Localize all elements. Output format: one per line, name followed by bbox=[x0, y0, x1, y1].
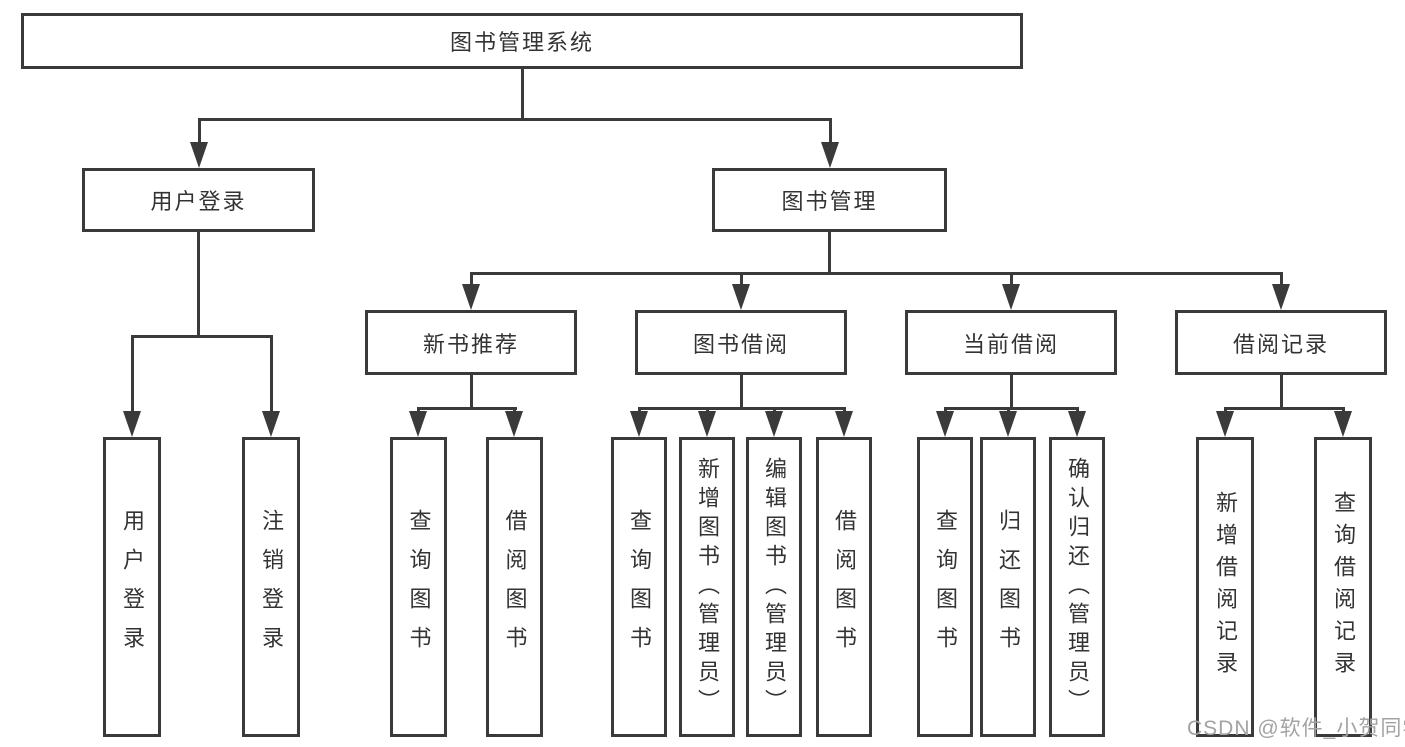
node-borrow-record-label: 借阅记录 bbox=[1232, 331, 1329, 357]
node-current-borrow: 当前借阅 bbox=[905, 310, 1117, 375]
arrow-down-icon bbox=[1334, 411, 1352, 437]
node-new-book-recommend-label: 新书推荐 bbox=[422, 331, 519, 357]
leaf-query-borrow-record-label: 查询借阅记录 bbox=[1331, 491, 1356, 683]
leaf-return-book-label: 归还图书 bbox=[996, 509, 1021, 665]
arrow-down-icon bbox=[505, 411, 523, 437]
connector-user-branch-2 bbox=[270, 335, 273, 413]
connector-mgmt-stem bbox=[828, 232, 831, 275]
leaf-borrow-book-1: 借阅图书 bbox=[486, 437, 543, 737]
arrow-down-icon bbox=[409, 411, 427, 437]
leaf-confirm-return-admin-label: 确认归还（管理员） bbox=[1065, 456, 1090, 718]
node-borrow-record: 借阅记录 bbox=[1175, 310, 1387, 375]
leaf-edit-book-admin: 编辑图书（管理员） bbox=[746, 437, 802, 737]
arrow-down-icon bbox=[1068, 411, 1086, 437]
arrow-down-icon bbox=[732, 284, 750, 310]
arrow-down-icon bbox=[262, 411, 280, 437]
connector-root-bar bbox=[198, 118, 832, 121]
connector-mgmt-branch-2 bbox=[740, 272, 743, 288]
leaf-add-borrow-record-label: 新增借阅记录 bbox=[1213, 491, 1238, 683]
leaf-add-book-admin-label: 新增图书（管理员） bbox=[695, 456, 720, 718]
leaf-confirm-return-admin: 确认归还（管理员） bbox=[1049, 437, 1105, 737]
arrow-down-icon bbox=[630, 411, 648, 437]
connector-root-stem bbox=[521, 69, 524, 121]
leaf-logout-label: 注销登录 bbox=[259, 509, 284, 665]
arrow-down-icon bbox=[123, 411, 141, 437]
node-book-borrow-label: 图书借阅 bbox=[692, 331, 789, 357]
arrow-down-icon bbox=[765, 411, 783, 437]
leaf-query-book-2-label: 查询图书 bbox=[627, 509, 652, 665]
leaf-user-login: 用户登录 bbox=[103, 437, 161, 737]
node-root-label: 图书管理系统 bbox=[449, 30, 594, 55]
connector-borrow-bar bbox=[638, 407, 846, 410]
arrow-down-icon bbox=[698, 411, 716, 437]
leaf-query-borrow-record: 查询借阅记录 bbox=[1314, 437, 1372, 737]
leaf-query-book-3-label: 查询图书 bbox=[933, 509, 958, 665]
node-user-login-label: 用户登录 bbox=[150, 189, 247, 214]
connector-borrow-stem bbox=[740, 375, 743, 410]
leaf-query-book-1-label: 查询图书 bbox=[406, 509, 432, 665]
node-new-book-recommend: 新书推荐 bbox=[365, 310, 577, 375]
arrow-down-icon bbox=[821, 142, 839, 168]
leaf-logout: 注销登录 bbox=[242, 437, 300, 737]
leaf-borrow-book-1-label: 借阅图书 bbox=[502, 509, 528, 665]
arrow-down-icon bbox=[999, 411, 1017, 437]
arrow-down-icon bbox=[462, 284, 480, 310]
leaf-query-book-3: 查询图书 bbox=[917, 437, 973, 737]
leaf-add-borrow-record: 新增借阅记录 bbox=[1196, 437, 1254, 737]
leaf-edit-book-admin-label: 编辑图书（管理员） bbox=[762, 456, 787, 718]
node-book-management-label: 图书管理 bbox=[781, 189, 878, 214]
connector-user-stem bbox=[197, 232, 200, 338]
arrow-down-icon bbox=[936, 411, 954, 437]
arrow-down-icon bbox=[1272, 284, 1290, 310]
connector-user-bar bbox=[131, 335, 273, 338]
connector-recommend-stem bbox=[470, 375, 473, 410]
leaf-borrow-book-2: 借阅图书 bbox=[816, 437, 872, 737]
connector-mgmt-bar bbox=[470, 272, 1283, 275]
arrow-down-icon bbox=[190, 142, 208, 168]
node-book-management: 图书管理 bbox=[712, 168, 947, 232]
connector-current-stem bbox=[1010, 375, 1013, 410]
leaf-borrow-book-2-label: 借阅图书 bbox=[832, 509, 857, 665]
leaf-user-login-label: 用户登录 bbox=[120, 509, 145, 665]
connector-record-bar bbox=[1224, 407, 1345, 410]
connector-record-stem bbox=[1280, 375, 1283, 410]
leaf-add-book-admin: 新增图书（管理员） bbox=[679, 437, 735, 737]
node-current-borrow-label: 当前借阅 bbox=[962, 331, 1059, 357]
node-book-borrow: 图书借阅 bbox=[635, 310, 847, 375]
csdn-watermark: CSDN @软件_小贺同学 bbox=[1187, 717, 1405, 740]
arrow-down-icon bbox=[1002, 284, 1020, 310]
connector-root-branch-right bbox=[829, 118, 832, 146]
leaf-return-book: 归还图书 bbox=[980, 437, 1036, 737]
arrow-down-icon bbox=[1216, 411, 1234, 437]
arrow-down-icon bbox=[835, 411, 853, 437]
node-root: 图书管理系统 bbox=[21, 13, 1023, 69]
node-user-login: 用户登录 bbox=[82, 168, 315, 232]
leaf-query-book-1: 查询图书 bbox=[390, 437, 447, 737]
connector-root-branch-left bbox=[198, 118, 201, 146]
connector-recommend-bar bbox=[417, 407, 517, 410]
connector-mgmt-branch-4 bbox=[1280, 272, 1283, 288]
connector-user-branch-1 bbox=[131, 335, 134, 413]
leaf-query-book-2: 查询图书 bbox=[611, 437, 667, 737]
connector-mgmt-branch-3 bbox=[1010, 272, 1013, 288]
connector-mgmt-branch-1 bbox=[470, 272, 473, 288]
connector-current-bar bbox=[944, 407, 1079, 410]
